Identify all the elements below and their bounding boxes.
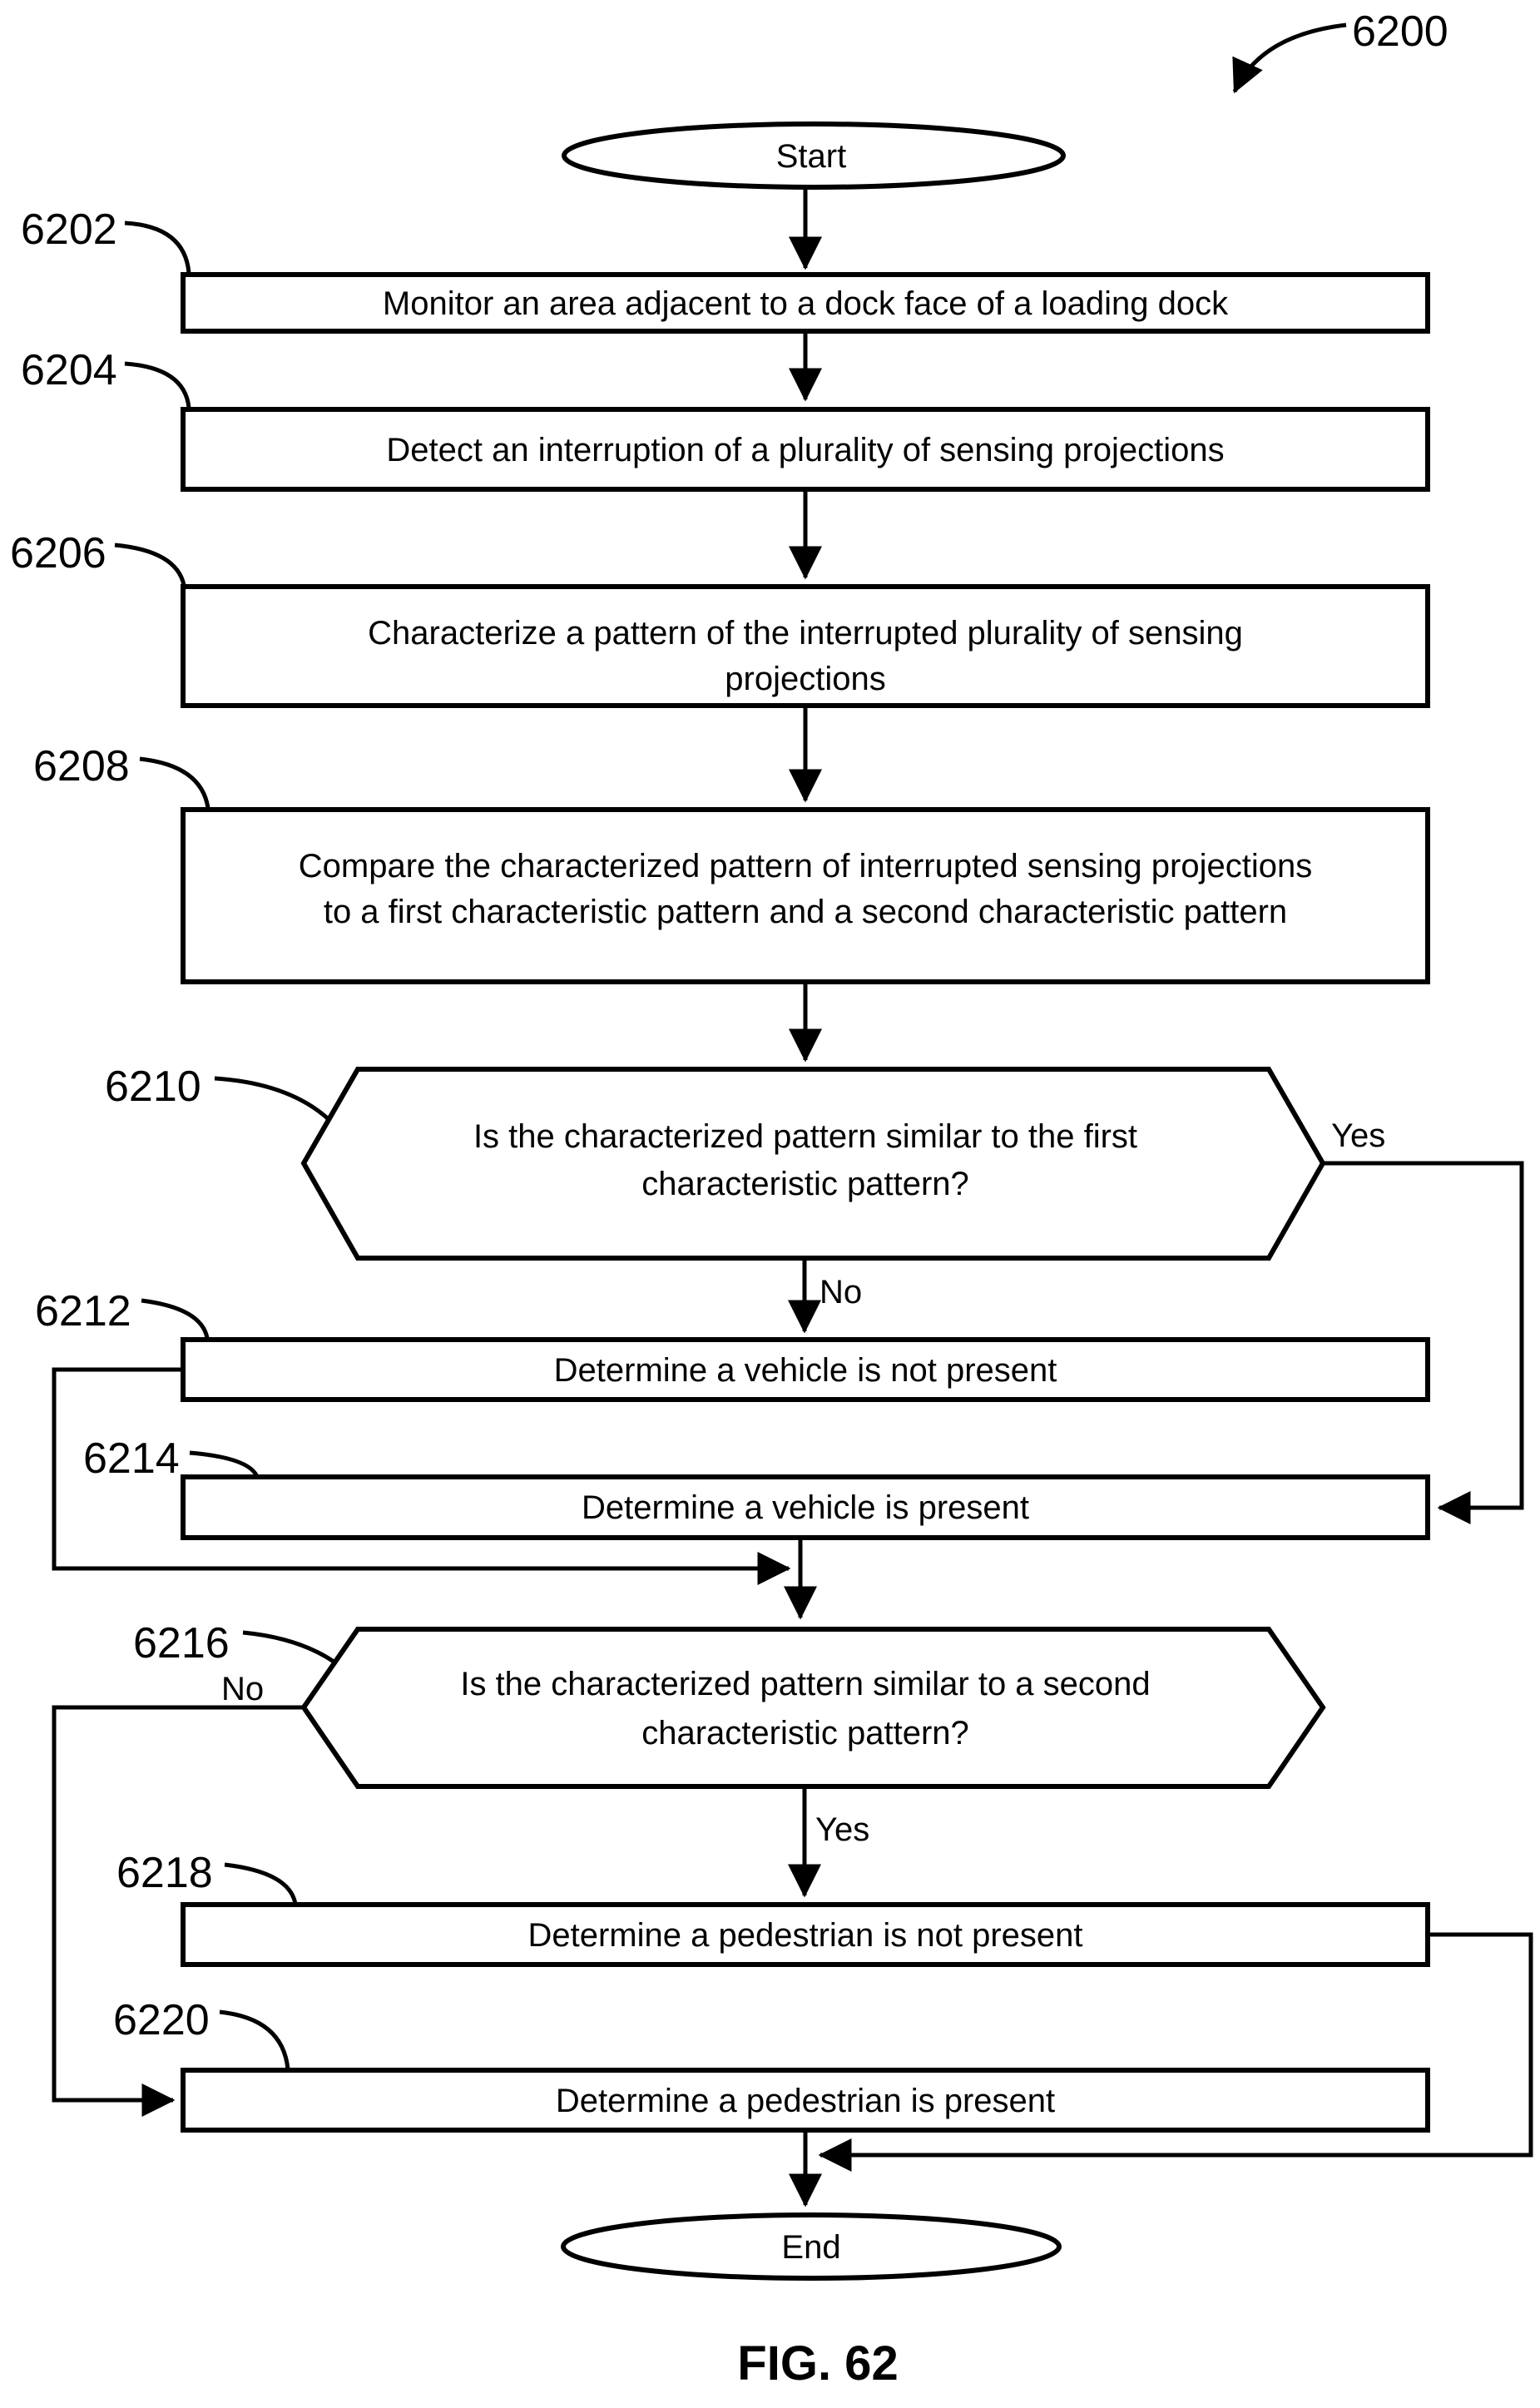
ref-label-6218: 6218 [116,1849,213,1897]
process-box-6206-text-line2: projections [725,661,885,697]
process-box-6206 [181,584,1430,708]
node-6202: Monitor an area adjacent to a dock face … [21,206,1430,334]
decision-6216-text-line1: Is the characterized pattern similar to … [460,1666,1150,1702]
ref-label-6212: 6212 [35,1287,131,1335]
ref-leader-6208 [139,756,210,809]
ref-leader-6220 [219,2009,290,2070]
decision-6216-text-line2: characteristic pattern? [641,1715,969,1751]
node-end: End [561,2212,1062,2281]
figure-ref-group: 6200 [1232,7,1448,94]
node-6212: Determine a vehicle is not present 6212 [35,1287,1430,1402]
arrow-yes-6210-to-6214 [1323,1161,1524,1524]
process-box-6208 [181,807,1430,984]
figure-ref-label: 6200 [1352,7,1448,56]
arrow-no-6216-to-6220 [52,1705,304,2117]
process-box-6208-text-line2: to a first characteristic pattern and a … [324,894,1287,930]
node-6210: Is the characterized pattern similar to … [105,1063,1385,1311]
start-terminal-shape [562,121,1066,190]
process-box-6220-text: Determine a pedestrian is present [556,2083,1055,2119]
process-box-6208-text-line1: Compare the characterized pattern of int… [299,848,1312,884]
process-box-6214 [181,1474,1430,1540]
arrow-6218-to-merge [818,1932,1533,2172]
ref-leader-6202 [124,220,191,274]
process-box-6220 [181,2068,1430,2133]
ref-leader-6218 [224,1862,298,1905]
process-box-6204-text: Detect an interruption of a plurality of… [386,432,1224,468]
ref-leader-6214 [189,1450,260,1479]
ref-label-6214: 6214 [83,1434,180,1483]
figure-ref-leader-arrow [1232,22,1347,94]
process-box-6214-text: Determine a vehicle is present [582,1489,1029,1526]
node-6206: Characterize a pattern of the interrupte… [10,529,1430,708]
branch-label-yes-6216: Yes [815,1811,869,1848]
node-6208: Compare the characterized pattern of int… [33,742,1430,984]
process-box-6218-text: Determine a pedestrian is not present [527,1917,1082,1954]
ref-label-6210: 6210 [105,1063,201,1111]
node-6220: Determine a pedestrian is present 6220 [113,1996,1430,2133]
start-terminal-label: Start [776,138,846,175]
ref-label-6206: 6206 [10,529,106,577]
branch-label-no-6216: No [221,1671,264,1707]
process-box-6218 [181,1902,1430,1967]
decision-hexagon-6210 [300,1067,1326,1261]
node-6218: Determine a pedestrian is not present 62… [116,1849,1430,1967]
node-6204: Detect an interruption of a plurality of… [21,346,1430,492]
process-box-6204 [181,407,1430,492]
ref-leader-6210 [214,1076,333,1123]
ref-label-6208: 6208 [33,742,130,790]
node-6216: Is the characterized pattern similar to … [133,1619,1326,1848]
node-start: Start [562,121,1066,190]
process-box-6212 [181,1337,1430,1402]
ref-label-6216: 6216 [133,1619,230,1667]
decision-hexagon-6216 [300,1627,1326,1789]
end-terminal-label: End [781,2229,840,2266]
end-terminal-shape [561,2212,1062,2281]
process-box-6202 [181,272,1430,334]
ref-label-6204: 6204 [21,346,117,394]
node-6214: Determine a vehicle is present 6214 [83,1434,1430,1540]
ref-leader-6212 [141,1298,210,1339]
decision-6210-text-line2: characteristic pattern? [641,1166,969,1202]
process-box-6212-text: Determine a vehicle is not present [554,1352,1057,1389]
ref-label-6220: 6220 [113,1996,210,2044]
ref-leader-6204 [124,361,191,409]
ref-leader-6206 [114,543,186,586]
decision-6210-text-line1: Is the characterized pattern similar to … [473,1118,1137,1155]
ref-label-6202: 6202 [21,206,117,254]
branch-label-yes-6210: Yes [1331,1117,1385,1154]
process-box-6206-text-line1: Characterize a pattern of the interrupte… [368,615,1243,652]
arrow-6212-feedback-to-merge [52,1367,791,1585]
figure-caption: FIG. 62 [737,2336,898,2391]
process-box-6202-text: Monitor an area adjacent to a dock face … [383,285,1229,322]
branch-label-no-6210: No [820,1274,862,1311]
